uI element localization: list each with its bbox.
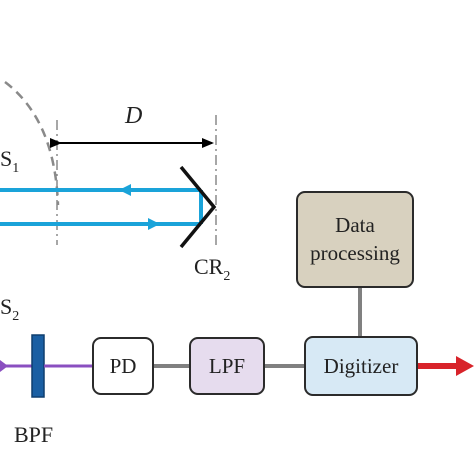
data-processing-label-line2: processing bbox=[310, 240, 400, 265]
data-processing-label-line1: Data bbox=[335, 213, 375, 238]
beam-arrow-right bbox=[148, 218, 160, 230]
lpf-label: LPF bbox=[208, 353, 246, 378]
data-processing-block: Data processing bbox=[296, 191, 414, 288]
pd-block: PD bbox=[92, 337, 154, 395]
lpf-block: LPF bbox=[189, 337, 265, 395]
corner-reflector bbox=[179, 165, 217, 249]
bpf-filter bbox=[31, 334, 45, 398]
dashed-arc bbox=[4, 81, 60, 206]
bpf-label: BPF bbox=[14, 422, 54, 447]
cr2-label: CR2 bbox=[194, 254, 231, 284]
digitizer-label: Digitizer bbox=[323, 353, 399, 378]
beam-arrow-left bbox=[119, 184, 131, 196]
fiber-input-arrow bbox=[0, 360, 8, 372]
pd-label: PD bbox=[109, 353, 137, 378]
output-arrow-head bbox=[456, 356, 474, 376]
digitizer-block: Digitizer bbox=[304, 336, 418, 396]
distance-label: D bbox=[125, 103, 143, 129]
s1-label: S1 bbox=[0, 146, 20, 176]
s2-label: S2 bbox=[0, 294, 20, 324]
